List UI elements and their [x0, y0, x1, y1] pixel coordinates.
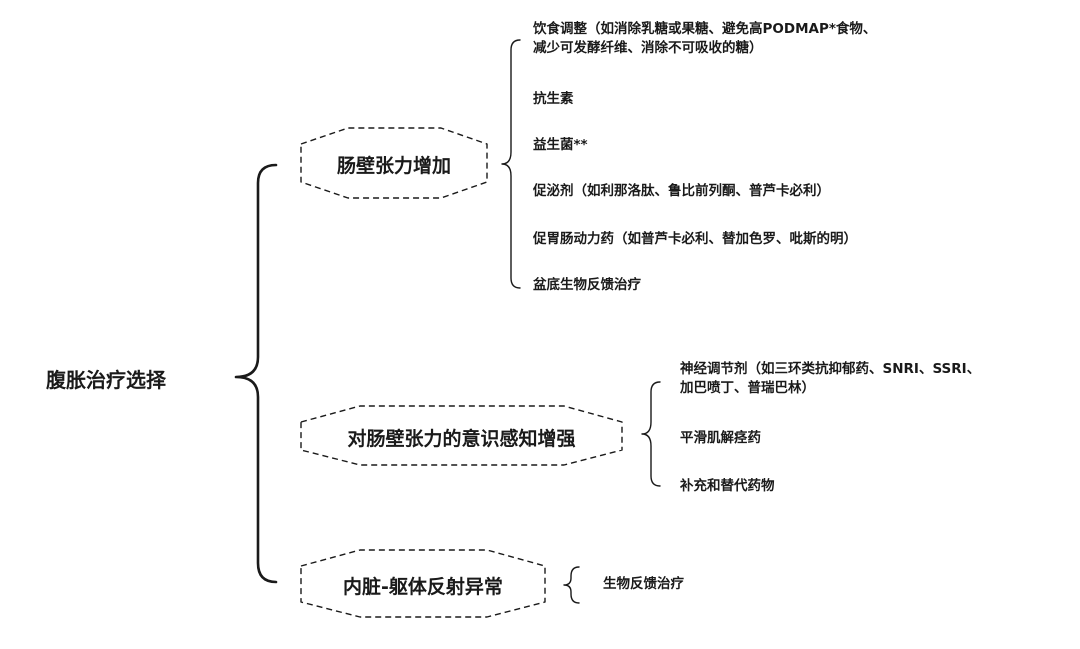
- brace-cat-1: [501, 39, 521, 289]
- treatment-item: 益生菌**: [533, 137, 588, 153]
- cat-3-box: [300, 549, 546, 618]
- root-brace: [234, 163, 278, 584]
- category-label-heightened-awareness: 对肠壁张力的意识感知增强: [347, 428, 576, 450]
- treatment-item: 补充和替代药物: [680, 478, 775, 494]
- treatment-item-line: 饮食调整（如消除乳糖或果糖、避免高PODMAP*食物、: [533, 21, 877, 37]
- treatment-item: 抗生素: [533, 91, 574, 107]
- brace-cat-3: [563, 566, 580, 604]
- treatment-item: 生物反馈治疗: [603, 576, 684, 592]
- brace-cat-2: [641, 381, 661, 487]
- treatment-item: 促胃肠动力药（如普芦卡必利、替加色罗、吡斯的明）: [533, 231, 857, 247]
- category-label-intestinal-wall-tension: 肠壁张力增加: [336, 155, 451, 177]
- cat-2-box: [300, 405, 623, 466]
- treatment-item: 饮食调整（如消除乳糖或果糖、避免高PODMAP*食物、 减少可发酵纤维、消除不可…: [533, 20, 876, 58]
- treatment-item-line: 减少可发酵纤维、消除不可吸收的糖）: [533, 40, 763, 56]
- category-label-viscerosomatic-reflex: 内脏-躯体反射异常: [343, 576, 503, 598]
- treatment-item: 平滑肌解痉药: [680, 430, 761, 446]
- treatment-item-line: 神经调节剂（如三环类抗抑郁药、SNRI、SSRI、: [680, 361, 981, 377]
- treatment-item-line: 加巴喷丁、普瑞巴林）: [680, 380, 815, 396]
- treatment-item: 促泌剂（如利那洛肽、鲁比前列酮、普芦卡必利）: [533, 183, 830, 199]
- root-label: 腹胀治疗选择: [46, 368, 166, 392]
- treatment-item: 神经调节剂（如三环类抗抑郁药、SNRI、SSRI、 加巴喷丁、普瑞巴林）: [680, 360, 980, 398]
- cat-1-box: [300, 127, 488, 199]
- treatment-item: 盆底生物反馈治疗: [533, 277, 641, 293]
